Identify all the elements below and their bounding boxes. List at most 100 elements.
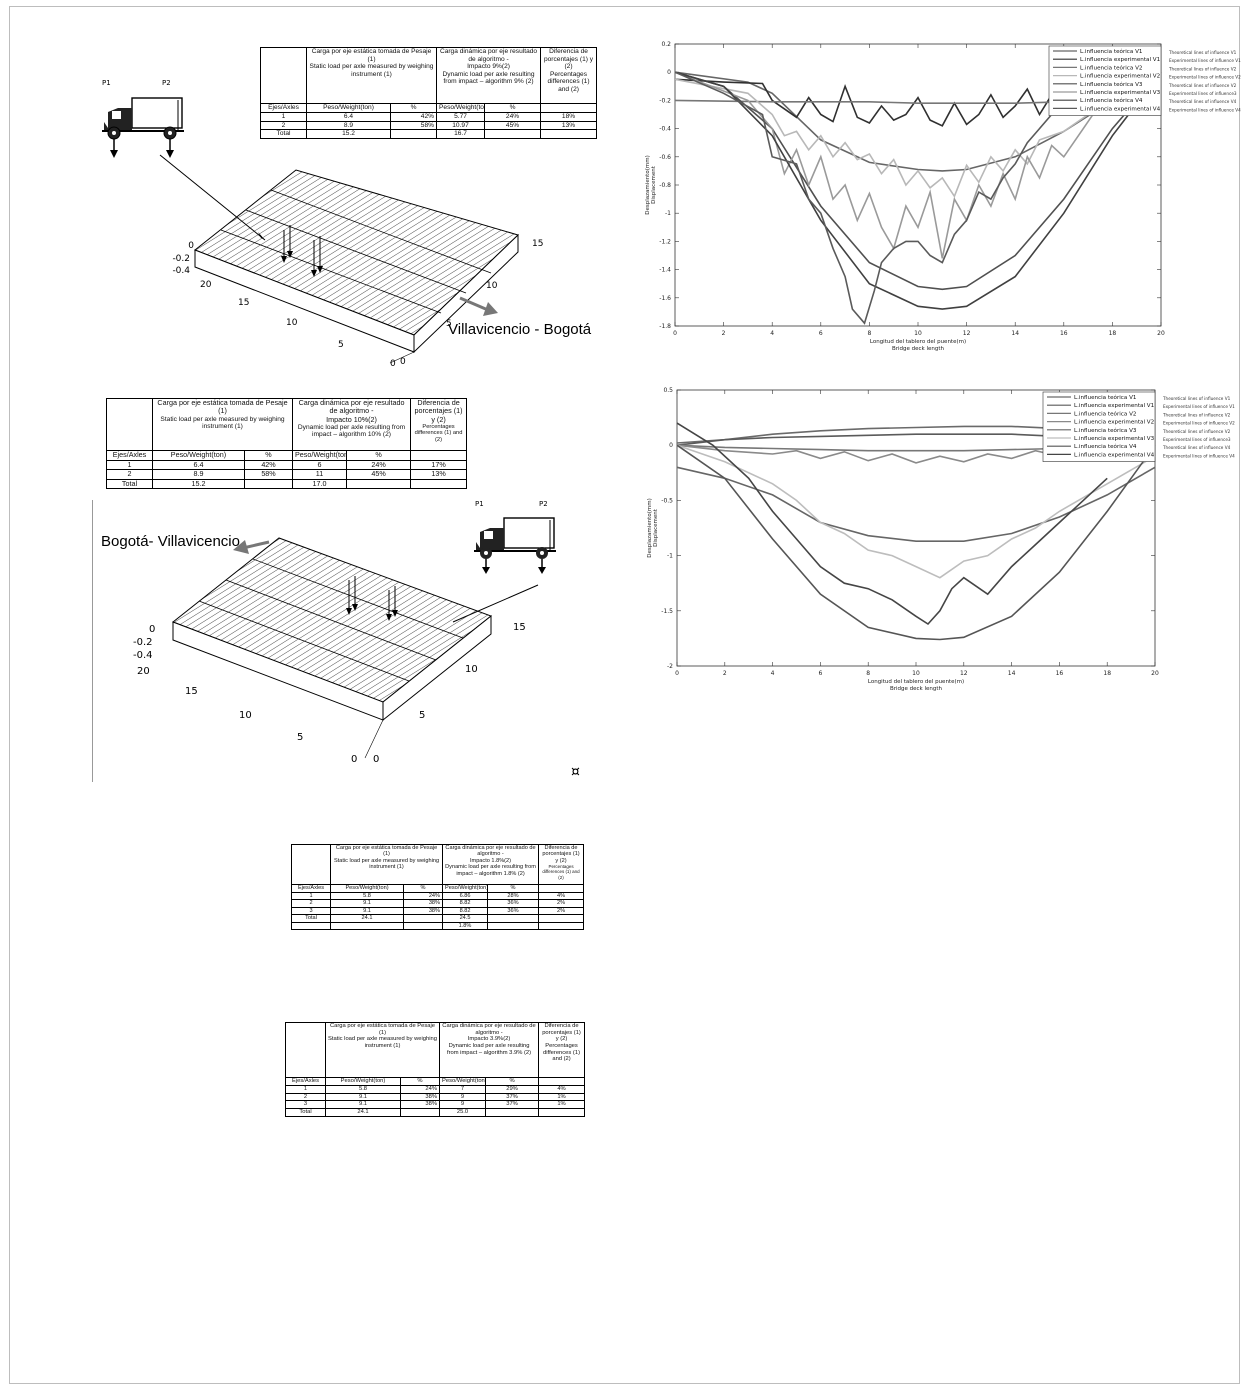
- legend-entry-en: Theoretical lines of influence V1: [1162, 396, 1231, 401]
- figure-border: [92, 500, 93, 782]
- load-table-1: Carga por eje estática tomada de Pesaje …: [260, 47, 598, 139]
- route-label-top: Villavicencio - Bogotá: [448, 321, 592, 338]
- series-line: [676, 444, 1156, 641]
- y-axis-label: Desplazamiento(mm): [647, 498, 653, 557]
- length-tick: 20: [200, 280, 212, 290]
- y-tick-label: -0.4: [659, 126, 671, 133]
- p2-label: P2: [539, 500, 548, 508]
- z-tick: 0: [188, 241, 194, 251]
- y-axis-label-en: Displacement: [653, 508, 659, 547]
- x-axis-label: Longitud del tablero del puente(m): [870, 339, 966, 345]
- y-tick-label: -1: [665, 210, 671, 217]
- y-tick-label: -1.4: [659, 267, 671, 274]
- dynamic-header: Carga dinámica por eje resultado de algo…: [292, 398, 412, 451]
- legend-entry: L.influencia teórica V4: [1080, 97, 1143, 104]
- x-axis-label-en: Bridge deck length: [892, 346, 945, 352]
- legend-entry-en: Experimental lines of influence V1: [1163, 404, 1235, 409]
- series-line: [676, 444, 1156, 579]
- legend-entry-en: Theoretical lines of influence V2: [1162, 429, 1231, 434]
- legend-entry-en: Theoretical lines of influence V4: [1168, 99, 1237, 104]
- blank-cell: [540, 103, 598, 113]
- y-tick-label: -0.5: [661, 497, 673, 504]
- legend-entry: L.influencia teórica V2: [1080, 64, 1142, 71]
- length-tick: 0: [390, 359, 396, 369]
- x-tick-label: 6: [819, 330, 823, 337]
- legend-entry-en: Experimental lines of influence V2: [1169, 75, 1241, 80]
- p1-label: P1: [102, 80, 111, 87]
- legend-entry: L.influencia experimental V3: [1080, 90, 1161, 96]
- z-tick: -0.2: [172, 254, 190, 264]
- page-frame: [9, 6, 1240, 1384]
- x-tick-label: 14: [1011, 330, 1019, 337]
- y-tick-label: 0.5: [663, 387, 673, 394]
- svg-text:10: 10: [239, 710, 252, 721]
- svg-text:10: 10: [465, 664, 478, 675]
- p2-label: P2: [162, 80, 171, 87]
- bridge-deck: [194, 169, 519, 354]
- legend-entry: L.influencia experimental V1: [1080, 57, 1161, 63]
- y-tick-label: -0.2: [659, 97, 671, 104]
- svg-text:15: 15: [185, 686, 198, 697]
- x-tick-label: 8: [866, 670, 870, 677]
- load-table-4: Carga por eje estática tomada de Pesaje …: [285, 1022, 586, 1117]
- x-tick-label: 0: [673, 330, 677, 337]
- legend-entry-en: Experimental lines of influence V1: [1169, 58, 1241, 63]
- y-tick-label: -1: [667, 553, 673, 560]
- legend-entry-en: Experimental lines of influence V2: [1163, 421, 1235, 426]
- x-tick-label: 4: [770, 330, 774, 337]
- dynamic-header: Carga dinámica por eje resultado de algo…: [435, 47, 542, 104]
- series-line: [674, 71, 1114, 259]
- svg-text:15: 15: [513, 622, 526, 633]
- legend-box: [1042, 391, 1156, 462]
- series-line: [676, 422, 1108, 626]
- x-tick-label: 10: [912, 670, 920, 677]
- deck-figure-top: P1 P2 0 -0.2 -0.4 20 15 10 5 0 15 10 5 0…: [102, 80, 592, 369]
- z-tick: -0.4: [172, 266, 190, 276]
- y-tick-label: -1.2: [659, 238, 671, 245]
- y-axis-label-en: Displacement: [651, 165, 657, 204]
- currency-symbol-icon: ¤: [571, 764, 580, 780]
- legend-entry-en: Theoretical lines of influence V1: [1168, 50, 1237, 55]
- blank-header: [285, 1022, 326, 1078]
- length-tick: 5: [338, 340, 344, 350]
- legend-entry: L.influencia experimental V3: [1074, 436, 1155, 442]
- svg-text:0: 0: [149, 624, 155, 635]
- svg-text:20: 20: [137, 666, 150, 677]
- y-tick-label: -1.5: [661, 608, 673, 615]
- truck-icon: [102, 97, 184, 158]
- svg-text:0: 0: [351, 754, 357, 765]
- x-tick-label: 16: [1060, 330, 1068, 337]
- legend-entry-en: Theoretical lines of influence V4: [1162, 445, 1231, 450]
- static-header: Carga por eje estática tomada de Pesaje …: [324, 1022, 441, 1078]
- diff-header: Diferencia de porcentajes (1) y (2)Perce…: [410, 398, 468, 451]
- bridge-deck: [172, 537, 493, 722]
- series-line: [674, 78, 1113, 127]
- x-tick-label: 18: [1109, 330, 1117, 337]
- legend-entry-en: Experimental lines of influence3: [1163, 437, 1231, 442]
- diff-header: Diferencia de porcentajes (1) y (2)Perce…: [538, 1022, 586, 1078]
- static-header: Carga por eje estática tomada de Pesaje …: [329, 844, 444, 885]
- truck-icon: [474, 517, 556, 574]
- legend-entry: L.influencia teórica V1: [1080, 48, 1143, 55]
- diff-header: Diferencia de porcentajes (1) y (2)Perce…: [538, 844, 585, 885]
- width-tick: 10: [486, 281, 498, 291]
- pct-col: %: [483, 103, 542, 113]
- y-tick-label: 0: [669, 442, 673, 449]
- legend-entry-en: Theoretical lines of influence V2: [1162, 412, 1231, 417]
- x-tick-label: 20: [1157, 330, 1165, 337]
- svg-text:5: 5: [419, 710, 425, 721]
- width-tick: 0: [400, 357, 406, 367]
- legend-entry: L.influencia teórica V3: [1074, 427, 1137, 434]
- blank-header: [106, 398, 153, 451]
- load-table-3: Carga por eje estática tomada de Pesaje …: [291, 844, 585, 931]
- series-line: [674, 78, 1113, 199]
- x-tick-label: 18: [1103, 670, 1111, 677]
- legend-entry-en: Theoretical lines of influence V2: [1168, 83, 1237, 88]
